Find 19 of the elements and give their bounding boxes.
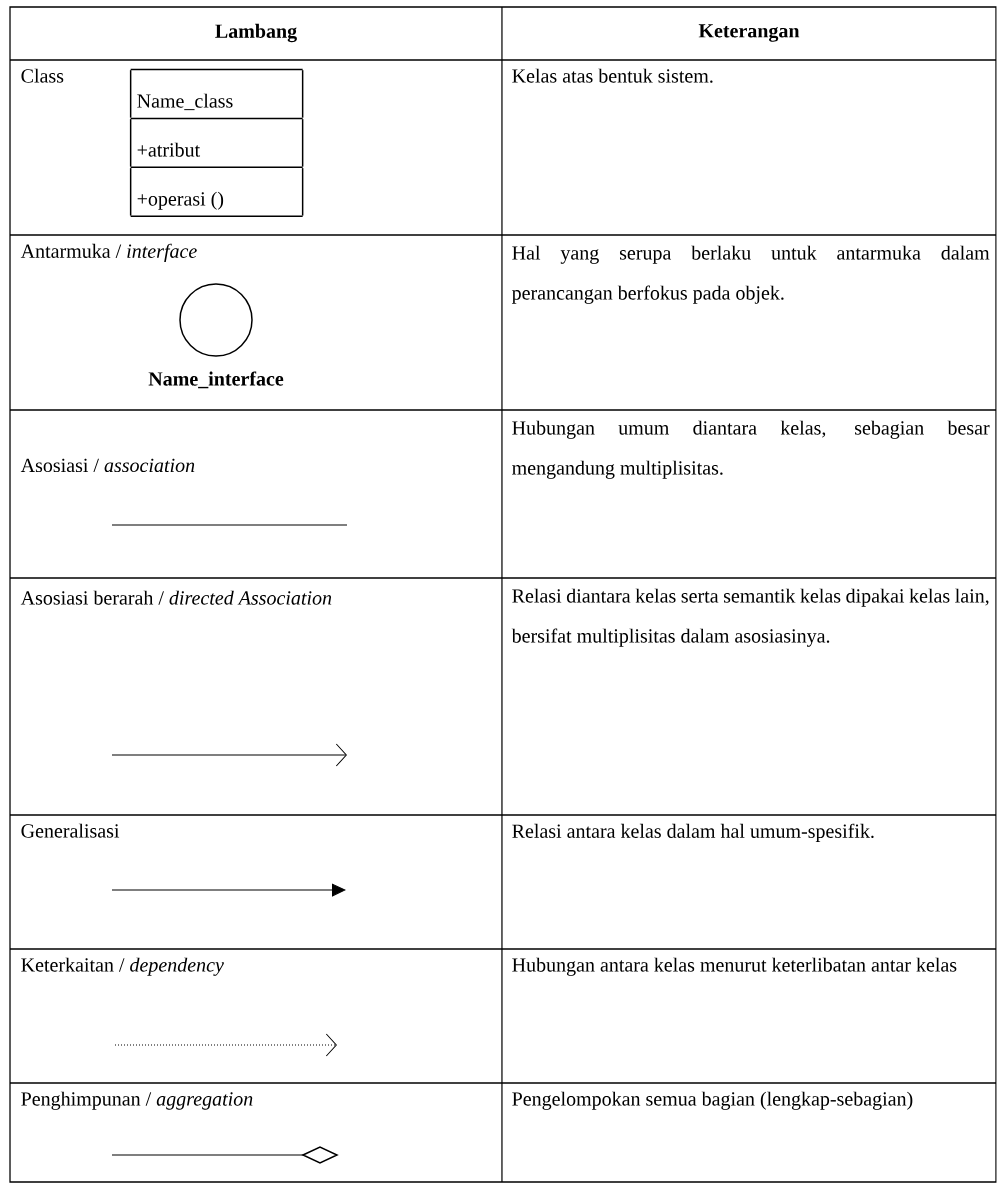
symbol-name: Keterkaitan / dependency	[21, 957, 224, 976]
description: Kelas atas bentuk sistem.	[512, 68, 713, 83]
class-box: Name_class +atribut +operasi ()	[129, 68, 304, 218]
symbol-caption: Name_interface	[148, 371, 284, 389]
description: Hal yang serupa berlaku untuk antarmuka dalam perancangan berfokus pada objek.	[512, 245, 990, 304]
interface-circle	[179, 283, 253, 357]
column-header: Keterangan	[698, 24, 800, 42]
symbol-name: Antarmuka / interface	[20, 243, 197, 262]
symbol-name: Asosiasi berarah / directed Association	[20, 590, 332, 605]
description: Relasi antara kelas dalam hal umum-spesifik.	[512, 823, 874, 842]
symbol-name: Asosiasi / association	[20, 458, 195, 473]
description: Relasi diantara kelas serta semantik kelas dipakai kelas lain, bersifat multiplisitas dalam asosiasinya.	[511, 588, 989, 647]
description: Pengelompokan semua bagian (lengkap-sebagian)	[512, 1091, 913, 1110]
symbol-name: Generalisasi	[21, 823, 120, 838]
symbol-name: Penghimpunan / aggregation	[21, 1091, 253, 1110]
column-header: Lambang	[215, 23, 297, 43]
symbol-name: Class	[21, 68, 64, 83]
description: Hubungan antara kelas menurut keterlibatan antar kelas	[512, 957, 957, 976]
description: Hubungan umum diantara kelas, sebagian besar mengandung multiplisitas.	[512, 420, 990, 479]
